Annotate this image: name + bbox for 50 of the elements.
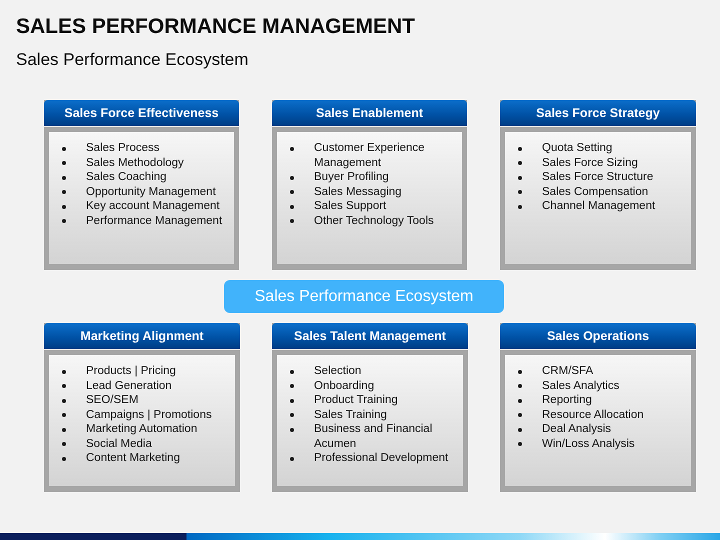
list-item: Win/Loss Analysis — [542, 436, 635, 451]
list-item: Deal Analysis — [542, 422, 612, 436]
list-item: Customer Experience Management — [314, 141, 426, 170]
list-item: Key account Management — [86, 199, 220, 214]
panel-header: Marketing Alignment — [44, 323, 240, 350]
list-item: CRM/SFA — [542, 364, 594, 378]
page-subtitle: Sales Performance Ecosystem — [16, 50, 248, 70]
list-item: Sales Process — [86, 141, 160, 156]
list-item: Sales Methodology — [86, 156, 184, 170]
list-item: Onboarding — [314, 378, 374, 393]
list-item: Campaigns | Promotions — [86, 408, 212, 422]
panel-header: Sales Talent Management — [272, 323, 468, 350]
list-item: Sales Force Sizing — [542, 156, 638, 170]
list-item: Social Media — [86, 436, 152, 451]
list-item: Content Marketing — [86, 451, 180, 466]
list-item: Sales Training — [314, 408, 387, 422]
panel-header: Sales Force Effectiveness — [44, 100, 239, 127]
list-item: Selection — [314, 364, 362, 378]
panel-card — [44, 323, 240, 492]
panel-card — [272, 323, 468, 492]
panel-card — [500, 323, 696, 492]
list-item: Quota Setting — [542, 141, 612, 156]
list-item: Sales Messaging — [314, 184, 402, 199]
list-item: Product Training — [314, 393, 398, 408]
panel-header: Sales Enablement — [272, 100, 467, 127]
list-item: Opportunity Management — [86, 184, 216, 199]
list-item: Sales Compensation — [542, 184, 648, 199]
list-item: Marketing Automation — [86, 422, 198, 436]
topic-pill: Sales Performance Ecosystem — [224, 280, 504, 313]
list-item: Buyer Profiling — [314, 170, 389, 184]
panel-header: Sales Force Strategy — [500, 100, 696, 127]
list-item: Business and Financial Acumen — [314, 422, 434, 451]
list-item: Sales Analytics — [542, 378, 620, 393]
panel-header: Sales Operations — [500, 323, 696, 350]
list-item: Reporting — [542, 393, 592, 408]
list-item: Lead Generation — [86, 378, 172, 393]
list-item: Sales Force Structure — [542, 170, 654, 184]
list-item: SEO/SEM — [86, 393, 138, 408]
list-item: Sales Support — [314, 199, 386, 214]
page-title: SALES PERFORMANCE MANAGEMENT — [16, 15, 416, 39]
list-item: Channel Management — [542, 199, 656, 214]
list-item: Performance Management — [86, 214, 222, 228]
list-item: Professional Development — [314, 451, 448, 466]
list-item: Sales Coaching — [86, 170, 167, 184]
panel-card — [272, 100, 467, 270]
panel-card — [500, 100, 696, 270]
list-item: Resource Allocation — [542, 408, 644, 422]
panel-card — [44, 100, 239, 270]
list-item: Products | Pricing — [86, 364, 176, 378]
list-item: Other Technology Tools — [314, 214, 434, 228]
